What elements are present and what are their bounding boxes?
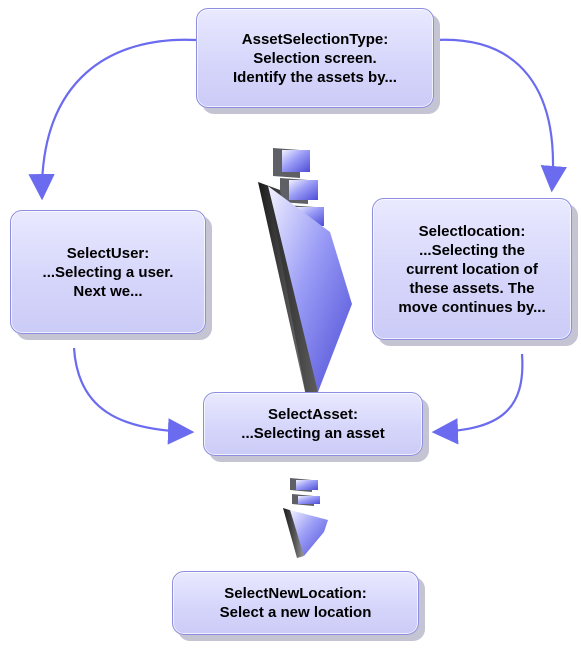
node-asset-selection-type-label: AssetSelectionType: Selection screen. Id… [233,30,397,86]
node-select-user-label: SelectUser: ...Selecting a user. Next we… [42,244,174,300]
connector-select-location-to-select-asset [431,353,524,445]
connector-top-to-select-location [435,38,567,193]
connector-top-to-select-user [28,38,197,201]
small-flow-arrow-icon [283,478,328,558]
node-select-location: Selectlocation: ...Selecting the current… [372,198,572,340]
node-select-new-location-label: SelectNewLocation: Select a new location [219,585,372,621]
flow-arrow-icon [258,148,352,396]
node-select-location-label: Selectlocation: ...Selecting the current… [398,222,546,316]
node-asset-selection-type: AssetSelectionType: Selection screen. Id… [196,8,434,108]
node-select-user: SelectUser: ...Selecting a user. Next we… [10,210,206,334]
connector-select-user-to-select-asset [72,347,195,445]
node-select-asset: SelectAsset: ...Selecting an asset [203,392,423,456]
node-select-asset-label: SelectAsset: ...Selecting an asset [241,406,385,442]
node-select-new-location: SelectNewLocation: Select a new location [172,571,419,635]
